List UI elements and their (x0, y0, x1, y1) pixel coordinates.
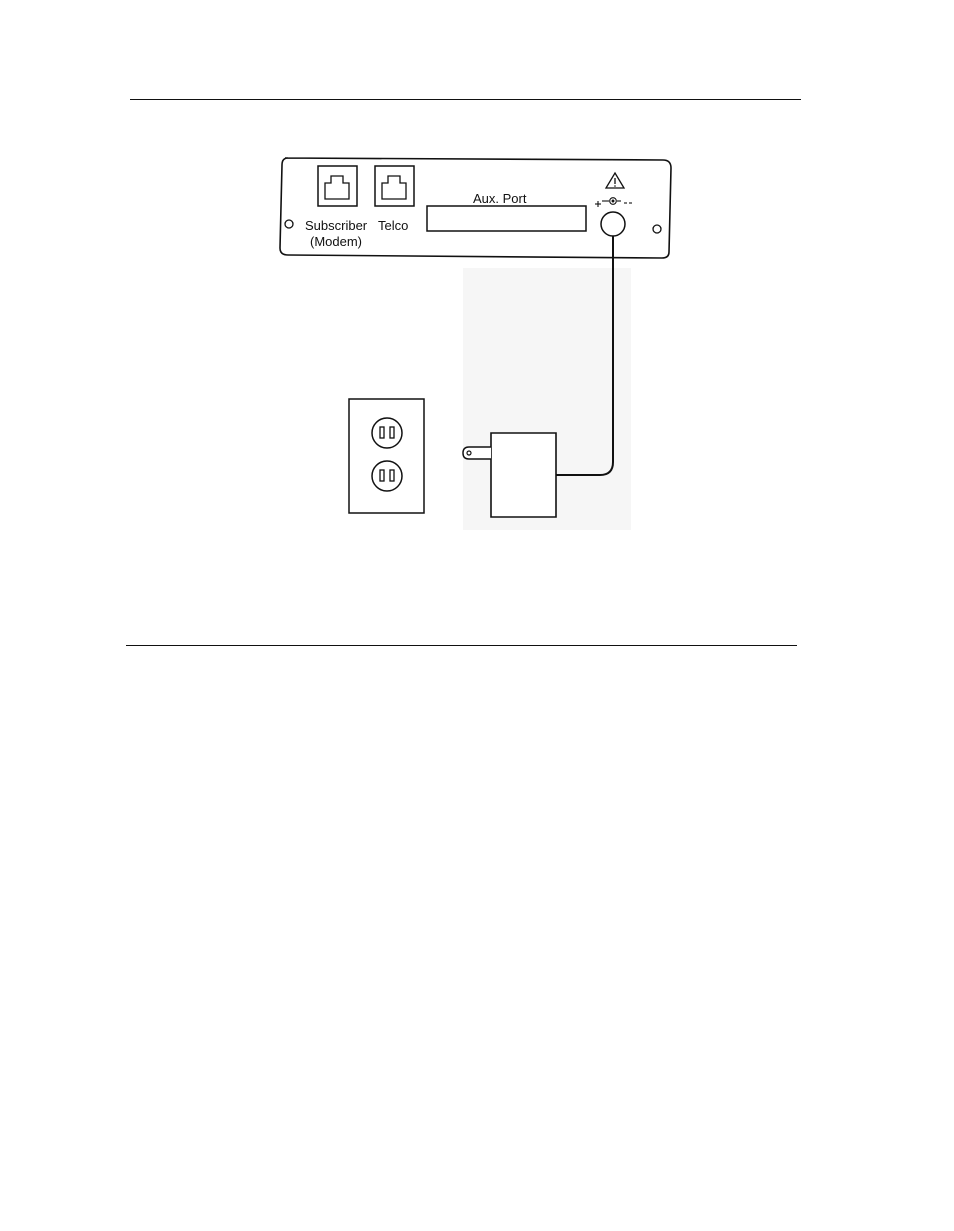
power-jack[interactable] (601, 212, 625, 236)
aux-port-connector[interactable] (427, 206, 586, 231)
telco-jack[interactable] (375, 166, 414, 206)
aux-port-label: Aux. Port (473, 191, 527, 206)
telco-label: Telco (378, 218, 408, 233)
polarity-symbol (595, 198, 632, 207)
warning-triangle-icon (606, 173, 624, 188)
subscriber-sublabel: (Modem) (310, 234, 362, 249)
duplex-outlet-icon (349, 399, 424, 513)
subscriber-label: Subscriber (305, 218, 368, 233)
panel-screw-left (285, 220, 293, 228)
subscriber-jack[interactable] (318, 166, 357, 206)
panel-screw-right (653, 225, 661, 233)
